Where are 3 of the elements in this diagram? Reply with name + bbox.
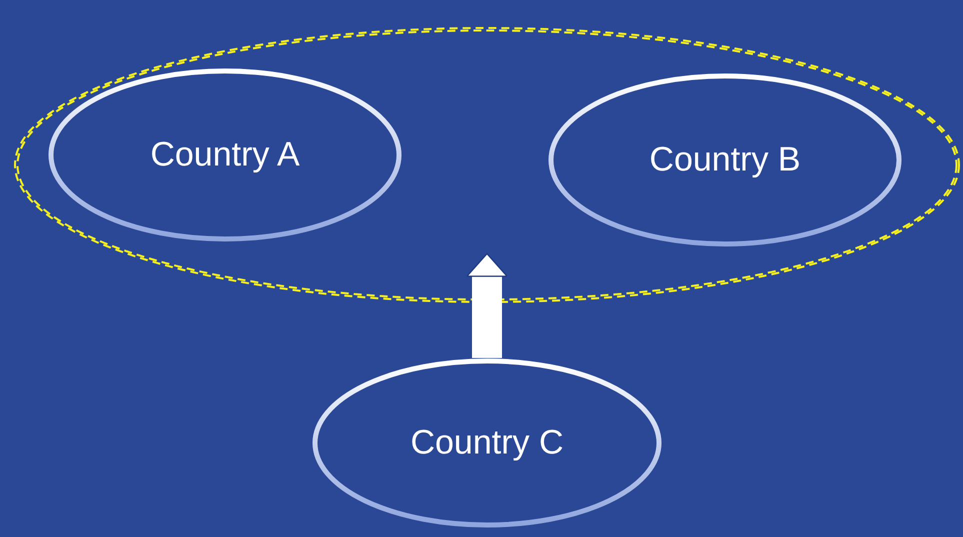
node-label: Country A [149, 136, 301, 174]
node-label: Country B [648, 140, 802, 180]
node-label: Country C [409, 424, 565, 462]
